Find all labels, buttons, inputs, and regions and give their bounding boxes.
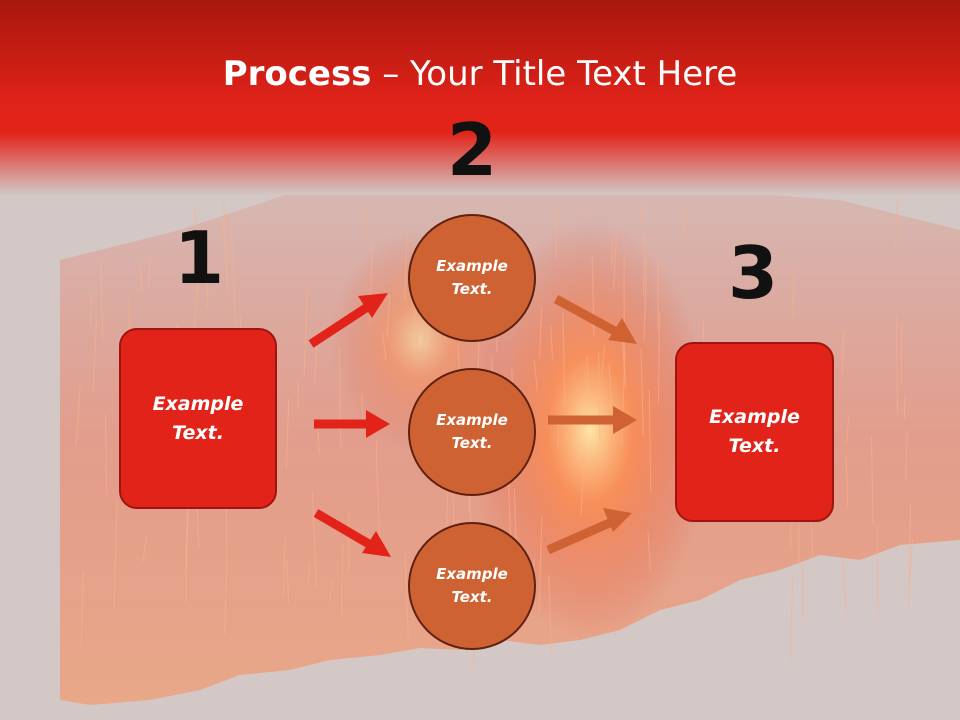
step-box-1[interactable]: Example Text. (119, 328, 277, 509)
title-rest: – Your Title Text Here (371, 54, 738, 94)
arrow-right-middle (548, 406, 637, 434)
title-bold: Process (222, 54, 372, 94)
step-number-2: 2 (446, 108, 498, 192)
step-circle-top[interactable]: Example Text. (408, 214, 536, 342)
step-circle-bottom[interactable]: Example Text. (408, 522, 536, 650)
arrow-right-lower (546, 508, 632, 555)
step-circle-middle[interactable]: Example Text. (408, 368, 536, 496)
arrow-right-upper (553, 295, 637, 344)
step-number-3: 3 (727, 231, 779, 315)
arrow-left-lower (313, 509, 391, 557)
arrow-left-upper (308, 293, 388, 348)
step-number-1: 1 (173, 216, 225, 300)
slide-title: Process – Your Title Text Here (0, 52, 960, 96)
step-box-3[interactable]: Example Text. (675, 342, 834, 522)
arrow-left-middle (314, 410, 390, 438)
